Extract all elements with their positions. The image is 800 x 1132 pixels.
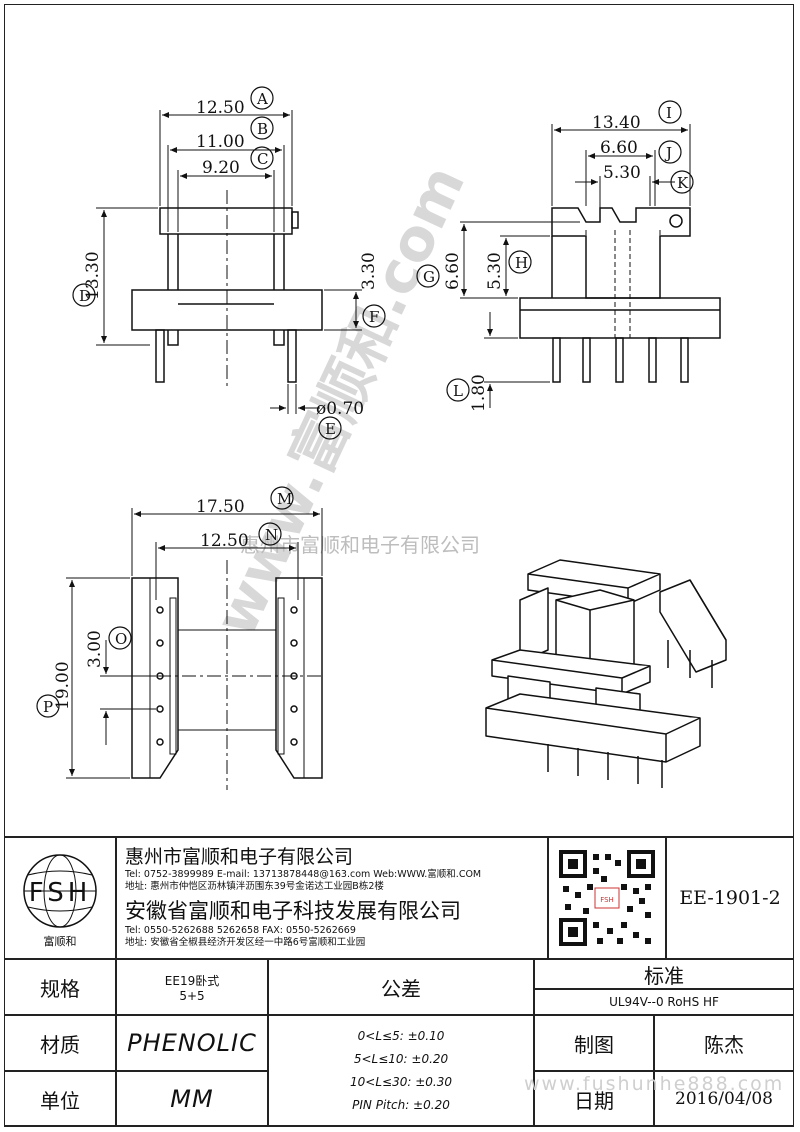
standard-label: 标准 xyxy=(534,959,794,989)
company2-address: 地址: 安徽省全椒县经济开发区经一中路6号富顺和工业园 xyxy=(125,937,366,948)
label-l: L xyxy=(453,382,463,400)
material-label: 材质 xyxy=(4,1015,116,1071)
dim-g: 6.60 xyxy=(443,252,463,290)
side-view-label-text: I J K G H L xyxy=(423,104,689,400)
dim-k: 5.30 xyxy=(603,163,641,183)
label-m: M xyxy=(277,490,292,508)
unit-value: MM xyxy=(116,1071,268,1127)
bottom-view xyxy=(131,560,323,790)
qr-code-icon: FSH xyxy=(557,848,657,948)
part-number: EE-1901-2 xyxy=(666,837,794,959)
bottom-view-dim-text: 17.50 12.50 19.00 3.00 xyxy=(53,497,249,710)
bottom-view-dims xyxy=(66,508,323,779)
front-view-labels xyxy=(72,86,386,440)
front-view-label-text: A B C D F E xyxy=(79,90,379,438)
dim-c: 9.20 xyxy=(202,158,240,178)
dim-j: 6.60 xyxy=(600,138,638,158)
side-view-dim-text: 13.40 6.60 5.30 6.60 5.30 1.80 xyxy=(443,113,641,412)
dim-o: 3.00 xyxy=(85,630,105,668)
dim-l: 1.80 xyxy=(469,374,489,412)
unit-label: 单位 xyxy=(4,1071,116,1127)
label-o: O xyxy=(115,630,127,648)
label-i: I xyxy=(666,104,672,122)
company1-contact: Tel: 0752-3899989 E-mail: 13713878448@16… xyxy=(125,869,482,880)
sheet-border xyxy=(4,4,794,1126)
tolerance-line-2: 5<L≤10: ±0.20 xyxy=(353,1052,449,1066)
bottom-view-label-text: M N O P xyxy=(43,490,292,716)
dim-d: 13.30 xyxy=(83,251,103,300)
dim-b: 11.00 xyxy=(196,132,245,152)
dim-h: 5.30 xyxy=(485,252,505,290)
label-j: J xyxy=(664,144,672,162)
dim-e: ø0.70 xyxy=(316,399,364,419)
company1-address: 地址: 惠州市仲恺区沥林镇泮沥围东39号金诺达工业园B栋2楼 xyxy=(125,881,384,892)
label-e: E xyxy=(325,420,336,438)
spec-value-2: 5+5 xyxy=(179,988,205,1003)
spec-value-cell: EE19卧式 5+5 xyxy=(116,959,268,1015)
label-f: F xyxy=(369,308,379,326)
company2-contact: Tel: 0550-5262688 5262658 FAX: 0550-5262… xyxy=(125,925,356,936)
label-k: K xyxy=(677,174,689,192)
company1-name: 惠州市富顺和电子有限公司 xyxy=(125,846,354,868)
logo-caption: 富顺和 xyxy=(43,935,77,948)
side-view-labels xyxy=(416,100,694,402)
company2-name: 安徽省富顺和电子科技发展有限公司 xyxy=(125,899,461,923)
bottom-view-labels xyxy=(36,486,294,718)
label-b: B xyxy=(257,120,268,138)
isometric-view xyxy=(485,559,727,788)
dim-m: 17.50 xyxy=(196,497,245,517)
logo-text: FSH xyxy=(29,878,92,908)
qr-cell: FSH xyxy=(548,837,666,959)
tolerance-values: 0<L≤5: ±0.10 5<L≤10: ±0.20 10<L≤30: ±0.3… xyxy=(268,1015,534,1127)
spec-label: 规格 xyxy=(4,959,116,1015)
tolerance-line-4: PIN Pitch: ±0.20 xyxy=(352,1098,450,1112)
qr-logo-text: FSH xyxy=(600,896,614,904)
dim-p: 19.00 xyxy=(53,661,73,710)
label-d: D xyxy=(79,287,91,305)
drawn-value: 陈杰 xyxy=(654,1015,794,1071)
company-info-cell: 惠州市富顺和电子有限公司 Tel: 0752-3899989 E-mail: 1… xyxy=(116,837,548,959)
label-a: A xyxy=(256,90,268,108)
standard-value: UL94V--0 RoHS HF xyxy=(534,989,794,1015)
front-view-dim-text: 12.50 11.00 9.20 13.30 3.30 ø0.70 xyxy=(83,98,379,419)
dim-n: 12.50 xyxy=(200,531,249,551)
technical-drawing: www.富顺和.com 惠州市富顺和电子有限公司 xyxy=(36,86,727,790)
label-c: C xyxy=(257,150,268,168)
drawn-label: 制图 xyxy=(534,1015,654,1071)
front-view xyxy=(131,190,323,390)
tolerance-label: 公差 xyxy=(268,959,534,1015)
side-view-dims xyxy=(460,124,691,408)
dim-i: 13.40 xyxy=(592,113,641,133)
tolerance-line-1: 0<L≤5: ±0.10 xyxy=(357,1029,445,1043)
dim-a: 12.50 xyxy=(196,98,245,118)
label-h: H xyxy=(515,254,528,272)
title-block: FSH 富顺和 惠州市富顺和电子有限公司 Tel: 0752-3899989 E… xyxy=(4,836,794,1127)
label-g: G xyxy=(423,268,435,286)
side-view xyxy=(519,207,721,383)
label-n: N xyxy=(265,526,278,544)
material-value: PHENOLIC xyxy=(116,1015,268,1071)
dim-f: 3.30 xyxy=(359,252,379,290)
tolerance-line-3: 10<L≤30: ±0.30 xyxy=(350,1075,452,1089)
spec-value-1: EE19卧式 xyxy=(164,973,220,988)
globe-logo-icon: FSH xyxy=(23,854,97,928)
date-label: 日期 xyxy=(534,1071,654,1127)
front-view-dims xyxy=(96,110,362,414)
label-p: P xyxy=(43,698,53,716)
logo-cell: FSH 富顺和 xyxy=(4,837,116,959)
date-value: 2016/04/08 xyxy=(654,1071,794,1127)
